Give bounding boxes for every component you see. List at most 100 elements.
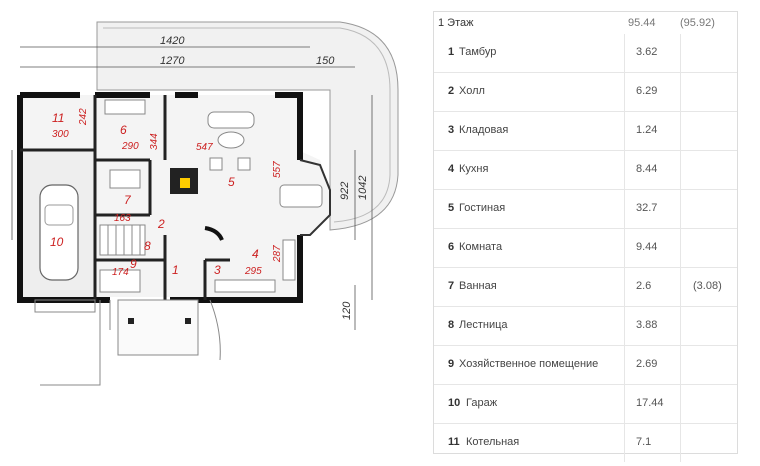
room-number: 7 [448,280,455,292]
room-5-label: 5 [228,175,235,189]
room-area-alt: (3.08) [693,280,722,292]
terrace [96,21,399,231]
entrance-paths [40,299,221,386]
area-cell: 2.6 [624,268,681,306]
area-cell: 3.62 [624,34,681,72]
room-area: 3.62 [636,46,658,58]
room-9-label: 9 [130,257,137,271]
dim-150: 150 [316,55,335,67]
table-row: 6 Комната 9.44 [434,228,737,267]
fireplace-fire [180,178,190,188]
table-row: 10 Гараж 17.44 [434,384,737,423]
bathtub [109,169,141,189]
terrace-edge [103,27,391,223]
header-total-area: 95.44 [628,17,656,29]
area-cell: 8.44 [624,151,681,189]
room-9-dim: 174 [112,267,129,278]
car [39,184,79,281]
kitchen-counter [282,239,296,281]
room-cell: 3 Кладовая [434,112,625,150]
garage-apron [34,299,96,313]
room-cell: 10 Гараж [434,385,625,423]
room-number: 5 [448,202,455,214]
area-cell: 9.44 [624,229,681,267]
room-number: 4 [448,163,455,175]
area-cell: 6.29 [624,73,681,111]
dining-table [279,184,323,208]
stairs [99,224,146,256]
room-8-label: 8 [144,239,151,253]
floor-plan-drawing: 1420 1270 150 1042 922 590 120 [11,21,399,386]
room-4-dim2: 287 [272,245,283,263]
area-cell: 7.1 [624,424,681,462]
bay-window [299,159,331,236]
room-number: 6 [448,241,455,253]
room-name: Комната [459,241,503,253]
porch-column-left [128,318,134,324]
room-area: 2.6 [636,280,652,292]
room-number: 2 [448,85,455,97]
room-1-label: 1 [172,263,179,277]
area-alt-cell [681,112,739,150]
area-alt-cell [681,424,739,462]
room-area: 2.69 [636,358,658,370]
room-2-label: 2 [157,217,165,231]
room-5-dim: 547 [196,142,213,153]
area-alt-cell [681,385,739,423]
room-number: 3 [448,124,455,136]
armchair-left [209,157,223,171]
dim-1270: 1270 [160,55,185,67]
room-7-dim: 163 [114,213,131,224]
room-name: Гараж [466,397,498,409]
room-6-dim: 290 [121,141,139,152]
room-11-dim: 300 [52,129,69,140]
room-10-label: 10 [50,235,64,249]
dim-1420: 1420 [160,35,185,47]
room-area: 32.7 [636,202,658,214]
room-3-label: 3 [214,263,221,277]
room-11-dim2: 242 [78,108,89,126]
room-number: 9 [448,358,455,370]
room-cell: 6 Комната [434,229,625,267]
room-cell: 8 Лестница [434,307,625,345]
room-6-label: 6 [120,123,127,137]
room-area: 9.44 [636,241,658,253]
room-name: Холл [459,85,485,97]
room-number: 8 [448,319,455,331]
room-name: Лестница [459,319,508,331]
car-windshield [44,204,74,226]
area-alt-cell [681,190,739,228]
area-alt-cell [681,34,739,72]
room-7-label: 7 [124,193,132,207]
sofa [207,111,255,129]
room-name: Тамбур [459,46,497,58]
header-floor-label: 1 Этаж [438,17,474,29]
utility-cabinet [99,269,141,293]
table-row: 8 Лестница 3.88 [434,306,737,345]
table-header: 1 Этаж 95.44 (95.92) [434,12,737,33]
header-total-area-alt: (95.92) [680,17,715,29]
area-alt-cell: (3.08) [681,268,739,306]
room-name: Ванная [459,280,497,292]
room-name: Кладовая [459,124,509,136]
area-alt-cell [681,151,739,189]
room-cell: 7 Ванная [434,268,625,306]
coffee-table [217,131,245,149]
area-alt-cell [681,346,739,384]
table-row: 4 Кухня 8.44 [434,150,737,189]
room-cell: 2 Холл [434,73,625,111]
area-cell: 32.7 [624,190,681,228]
area-cell: 17.44 [624,385,681,423]
room-name: Котельная [466,436,520,448]
room-name: Кухня [459,163,489,175]
area-cell: 3.88 [624,307,681,345]
kitchen-counter-bottom [214,279,276,293]
room-number: 10 [448,397,461,409]
